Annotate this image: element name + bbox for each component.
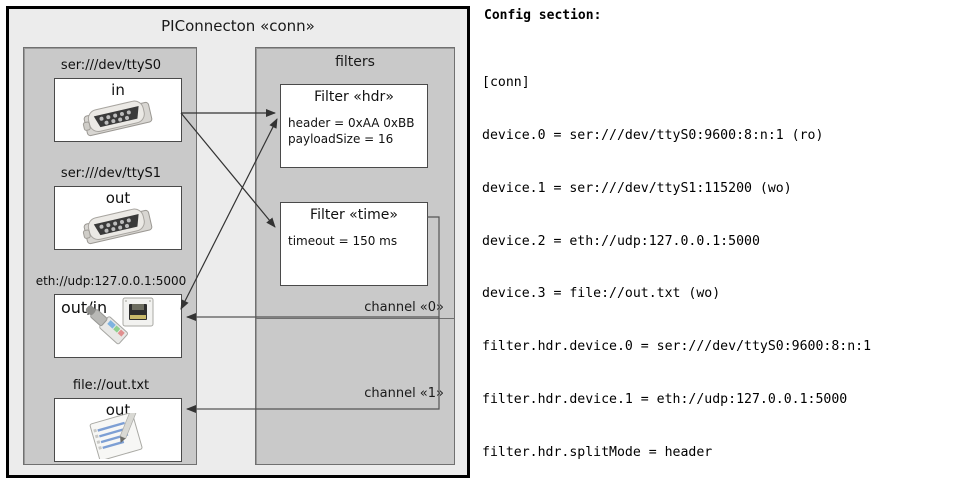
config-line: device.0 = ser:///dev/ttyS0:9600:8:n:1 (…	[482, 127, 824, 143]
filter-title-hdr: Filter «hdr»	[314, 89, 394, 105]
config-heading: Config section:	[484, 8, 602, 23]
device-box-file[interactable]: out	[54, 398, 182, 462]
config-line: filter.hdr.device.1 = eth://udp:127.0.0.…	[482, 391, 848, 407]
config-lines: [conn] device.0 = ser:///dev/ttyS0:9600:…	[482, 39, 960, 484]
config-line: device.1 = ser:///dev/ttyS1:115200 (wo)	[482, 180, 792, 196]
filter-prop: payloadSize = 16	[288, 132, 394, 146]
diagram-panel: PIConnecton «conn» ser:///dev/ttyS0 in	[6, 6, 470, 478]
channel-label-1: channel «1»	[364, 386, 444, 401]
device-label-ttys0: ser:///dev/ttyS0	[60, 58, 162, 73]
filters-group-panel: filters Filter «hdr» header = 0xAA 0xBB …	[255, 47, 455, 465]
devices-group-panel: ser:///dev/ttyS0 in	[23, 47, 197, 465]
filter-prop: header = 0xAA 0xBB	[288, 116, 415, 130]
filter-props-hdr: header = 0xAA 0xBB payloadSize = 16	[288, 115, 423, 147]
filter-box-time[interactable]: Filter «time» timeout = 150 ms	[280, 202, 428, 286]
device-label-ttys1: ser:///dev/ttyS1	[60, 166, 162, 181]
device-direction-file: out	[105, 401, 131, 419]
config-line: filter.hdr.splitMode = header	[482, 444, 713, 460]
filter-prop: timeout = 150 ms	[288, 234, 398, 248]
device-direction-ttys1: out	[105, 189, 131, 207]
device-direction-eth: out/in	[61, 298, 108, 317]
device-label-file: file://out.txt	[72, 378, 150, 393]
channel-label-0: channel «0»	[364, 300, 444, 315]
device-label-eth: eth://udp:127.0.0.1:5000	[35, 274, 187, 288]
device-box-ttys0[interactable]: in	[54, 78, 182, 142]
filter-title-time: Filter «time»	[310, 207, 398, 223]
config-line: device.3 = file://out.txt (wo)	[482, 286, 721, 302]
config-section: Config section: [conn] device.0 = ser://…	[482, 8, 960, 478]
device-box-eth[interactable]: out/in	[54, 294, 182, 358]
filter-props-time: timeout = 150 ms	[288, 233, 423, 249]
device-direction-ttys0: in	[111, 81, 125, 99]
filter-box-hdr[interactable]: Filter «hdr» header = 0xAA 0xBB payloadS…	[280, 84, 428, 168]
device-box-ttys1[interactable]: out	[54, 186, 182, 250]
config-line: [conn]	[482, 75, 530, 91]
config-line: device.2 = eth://udp:127.0.0.1:5000	[482, 233, 760, 249]
filters-group-title: filters	[335, 54, 375, 70]
diagram-title: PIConnecton «conn»	[161, 17, 315, 35]
channel-divider	[256, 318, 454, 319]
config-line: filter.hdr.device.0 = ser:///dev/ttyS0:9…	[482, 339, 872, 355]
